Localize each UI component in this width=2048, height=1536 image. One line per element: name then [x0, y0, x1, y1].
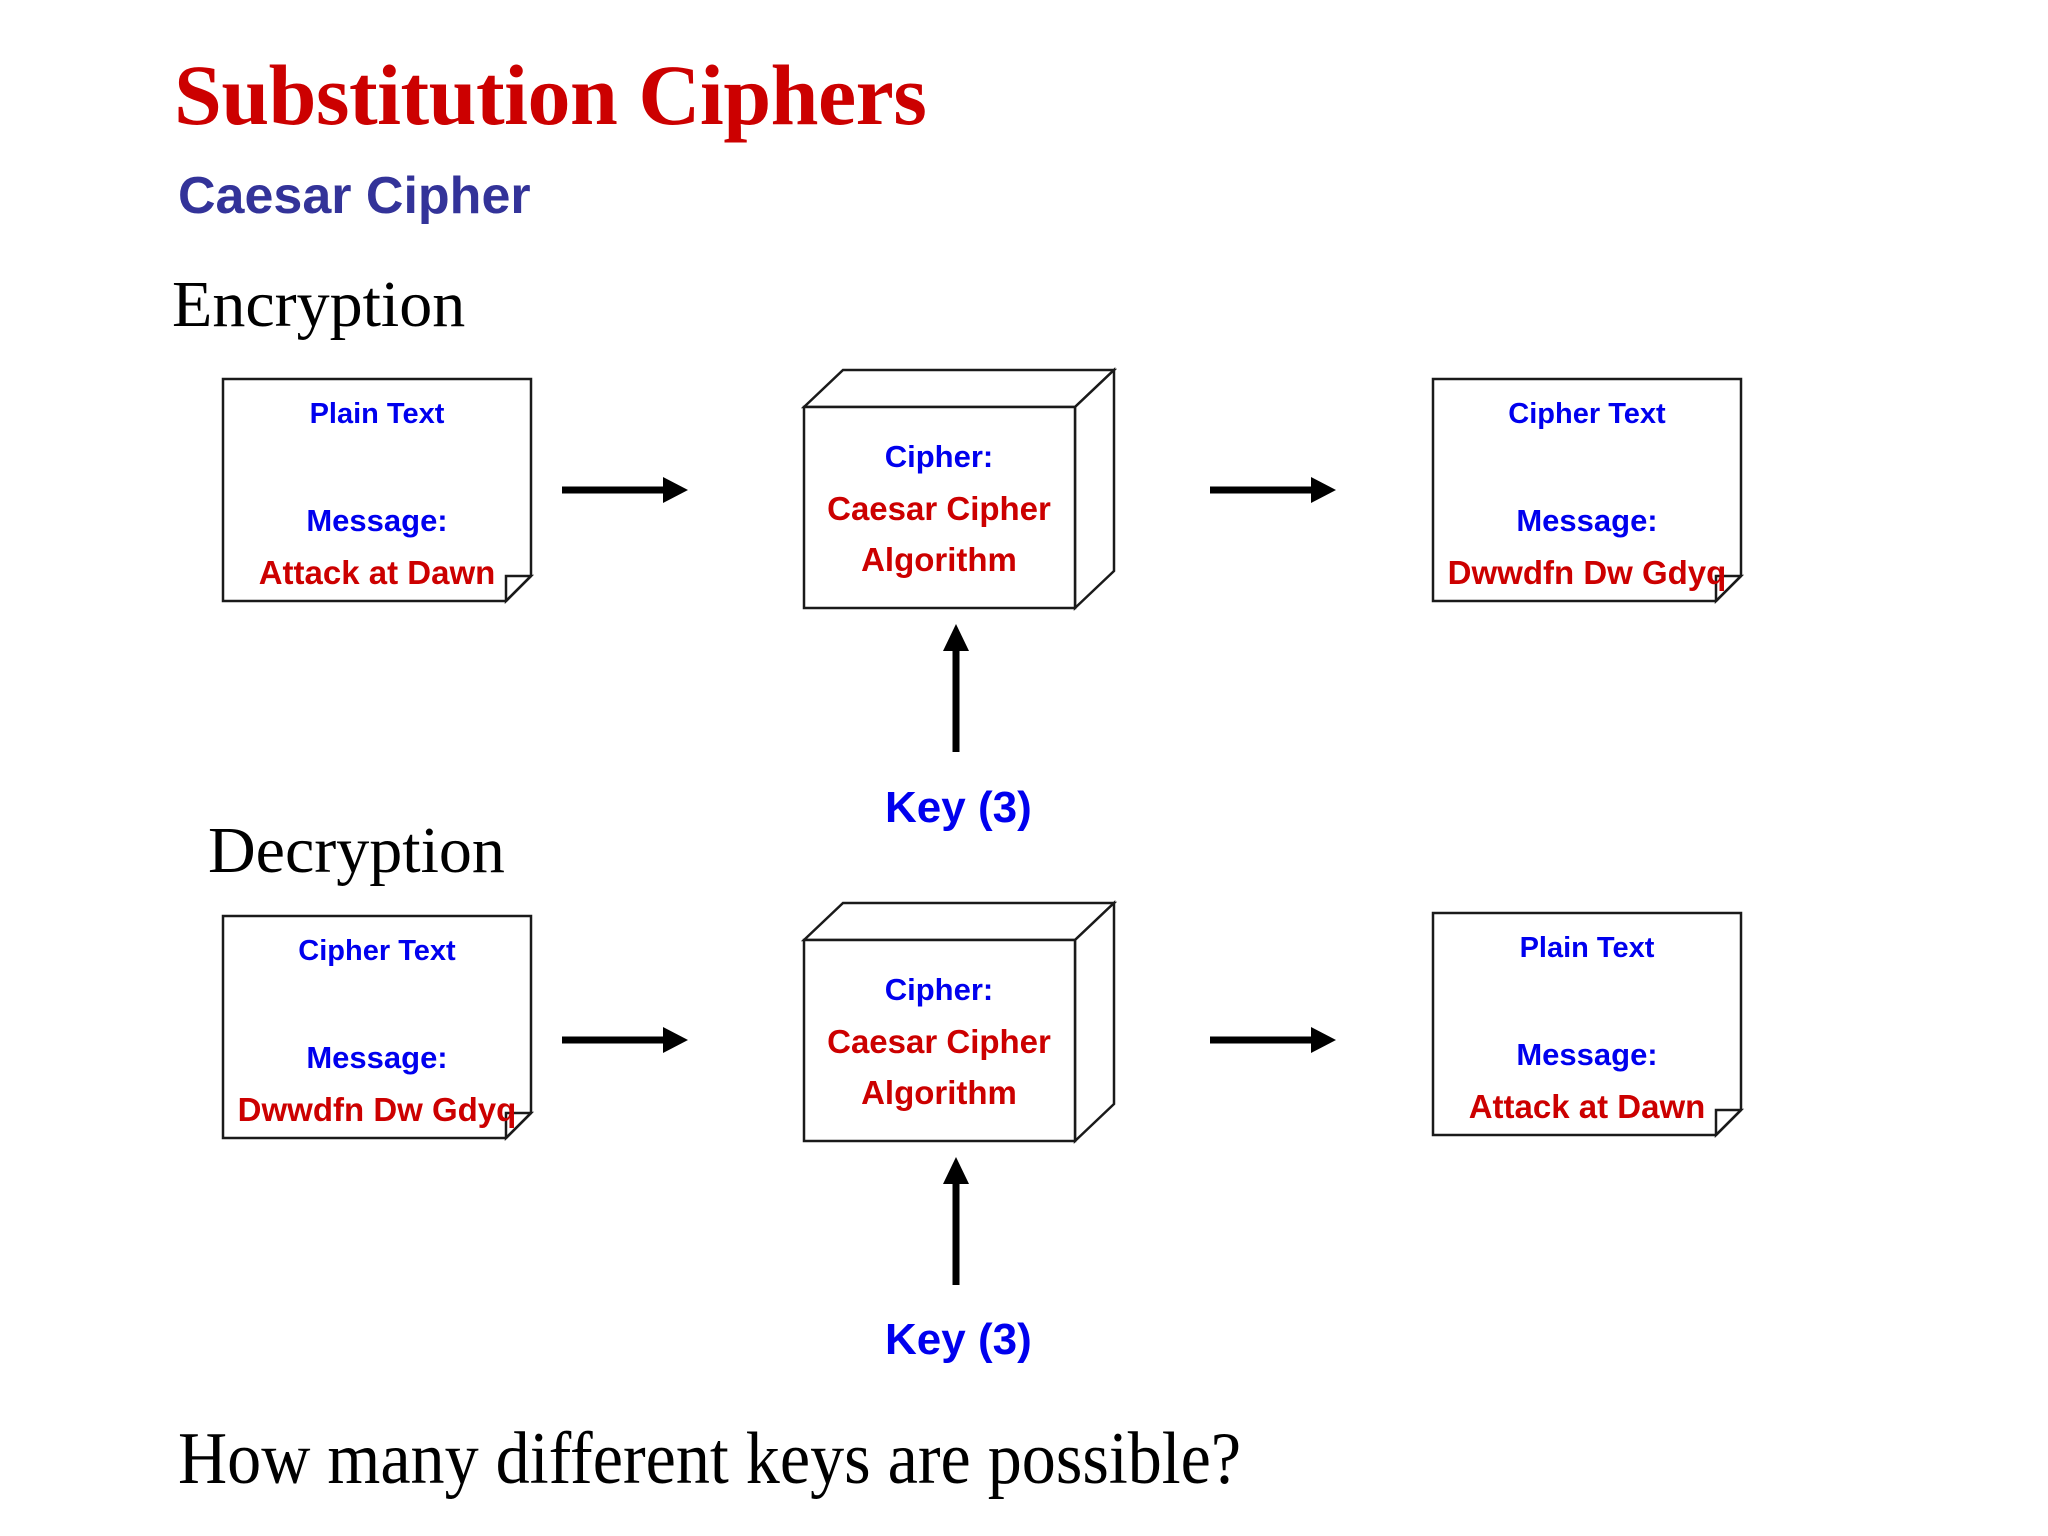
- arrow-right-icon: [1210, 1027, 1336, 1053]
- decryption-section-heading: Decryption: [208, 814, 505, 887]
- page-title: Substitution Ciphers: [174, 47, 927, 143]
- decryption-plaintext-document: Plain Text Message: Attack at Dawn: [1431, 911, 1745, 1139]
- document-title: Plain Text: [309, 398, 445, 430]
- document-title: Cipher Text: [1508, 398, 1666, 430]
- document-message-label: Message:: [1516, 503, 1658, 538]
- arrow-up-icon: [943, 1157, 969, 1285]
- document-message-label: Message:: [306, 1040, 448, 1075]
- document-message-value: Attack at Dawn: [1468, 1088, 1706, 1125]
- arrow-right-icon: [562, 1027, 688, 1053]
- process-algorithm-line2: Algorithm: [861, 1073, 1017, 1111]
- process-algorithm-line1: Caesar Cipher: [827, 489, 1051, 527]
- document-message-value: Dwwdfn Dw Gdyq: [1447, 554, 1727, 591]
- document-message-value: Dwwdfn Dw Gdyq: [237, 1091, 517, 1128]
- document-page-icon: [1431, 377, 1745, 605]
- decryption-key-label: Key (3): [885, 1315, 1032, 1364]
- arrow-right-icon: [562, 477, 688, 503]
- encryption-section-heading: Encryption: [172, 268, 466, 341]
- decryption-cipher-process: Cipher: Caesar Cipher Algorithm: [800, 900, 1118, 1144]
- encryption-key-label: Key (3): [885, 783, 1032, 832]
- document-page-icon: [221, 377, 535, 605]
- document-page-icon: [1431, 911, 1745, 1139]
- page-subtitle: Caesar Cipher: [178, 167, 531, 225]
- process-algorithm-line2: Algorithm: [861, 540, 1017, 578]
- process-label: Cipher:: [884, 971, 994, 1007]
- encryption-ciphertext-document: Cipher Text Message: Dwwdfn Dw Gdyq: [1431, 377, 1745, 605]
- cube-3d-icon: [800, 900, 1118, 1144]
- arrow-right-icon: [1210, 477, 1336, 503]
- footer-question: How many different keys are possible?: [178, 1418, 1242, 1500]
- encryption-plaintext-document: Plain Text Message: Attack at Dawn: [221, 377, 535, 605]
- document-page-icon: [221, 914, 535, 1142]
- encryption-cipher-process: Cipher: Caesar Cipher Algorithm: [800, 367, 1118, 611]
- cube-3d-icon: [800, 367, 1118, 611]
- arrow-up-icon: [943, 624, 969, 752]
- document-title: Cipher Text: [298, 935, 456, 967]
- document-message-value: Attack at Dawn: [258, 554, 496, 591]
- process-algorithm-line1: Caesar Cipher: [827, 1022, 1051, 1060]
- document-title: Plain Text: [1519, 932, 1655, 964]
- document-message-label: Message:: [306, 503, 448, 538]
- decryption-ciphertext-document: Cipher Text Message: Dwwdfn Dw Gdyq: [221, 914, 535, 1142]
- process-label: Cipher:: [884, 438, 994, 474]
- document-message-label: Message:: [1516, 1037, 1658, 1072]
